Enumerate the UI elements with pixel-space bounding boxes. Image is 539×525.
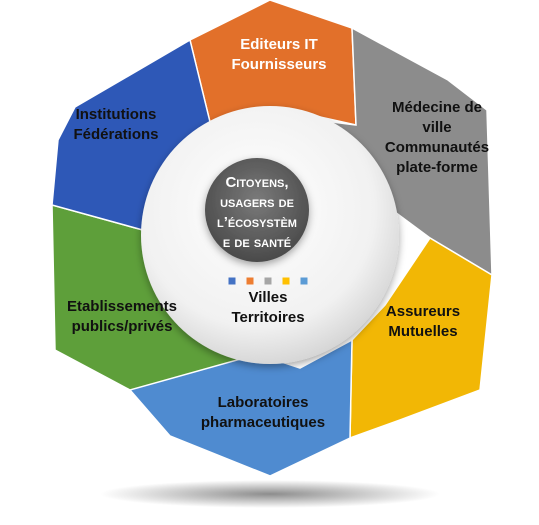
center-core bbox=[205, 158, 309, 262]
color-dot bbox=[246, 277, 254, 285]
segment-label-line: Mutuelles bbox=[388, 323, 457, 340]
segment-label-etablissements: Etablissements publics/privés bbox=[67, 298, 177, 335]
segment-label-line: Fédérations bbox=[73, 126, 158, 143]
segment-label-line: pharmaceutiques bbox=[201, 414, 325, 431]
center-line-2: usagers de bbox=[220, 194, 294, 211]
segments-layer bbox=[51, 0, 493, 477]
villes-line-2: Territoires bbox=[231, 309, 304, 326]
segment-label-line: publics/privés bbox=[72, 318, 173, 335]
segment-label-line: Médecine de bbox=[392, 99, 482, 116]
segment-label-line: Communautés bbox=[385, 139, 489, 156]
segment-label-laboratoires: Laboratoires pharmaceutiques bbox=[201, 394, 325, 431]
segment-label-line: Laboratoires bbox=[218, 394, 309, 411]
ground-shadow bbox=[100, 480, 440, 508]
segment-label-line: Institutions bbox=[76, 106, 157, 123]
segment-label-line: Assureurs bbox=[386, 303, 460, 320]
segment-assureurs bbox=[349, 236, 493, 440]
segment-label-line: Fournisseurs bbox=[231, 56, 326, 73]
color-dot bbox=[282, 277, 290, 285]
segment-label-line: Editeurs IT bbox=[240, 36, 318, 53]
color-dots bbox=[228, 277, 308, 285]
center-line-1: Citoyens, bbox=[225, 174, 288, 191]
color-dot bbox=[300, 277, 308, 285]
center-line-4: e de santé bbox=[223, 234, 291, 251]
segment-label-editeurs: Editeurs IT Fournisseurs bbox=[231, 36, 326, 73]
color-dot bbox=[264, 277, 272, 285]
color-dot bbox=[228, 277, 236, 285]
center-line-3: l’écosystèm bbox=[217, 214, 297, 231]
segment-label-line: plate-forme bbox=[396, 159, 478, 176]
segment-label-line: Etablissements bbox=[67, 298, 177, 315]
villes-line-1: Villes bbox=[249, 289, 288, 306]
segment-label-line: ville bbox=[422, 119, 451, 136]
villes-territoires-label: Villes Territoires bbox=[231, 289, 304, 326]
center-label: Citoyens, usagers de l’écosystèm e de sa… bbox=[217, 174, 297, 251]
